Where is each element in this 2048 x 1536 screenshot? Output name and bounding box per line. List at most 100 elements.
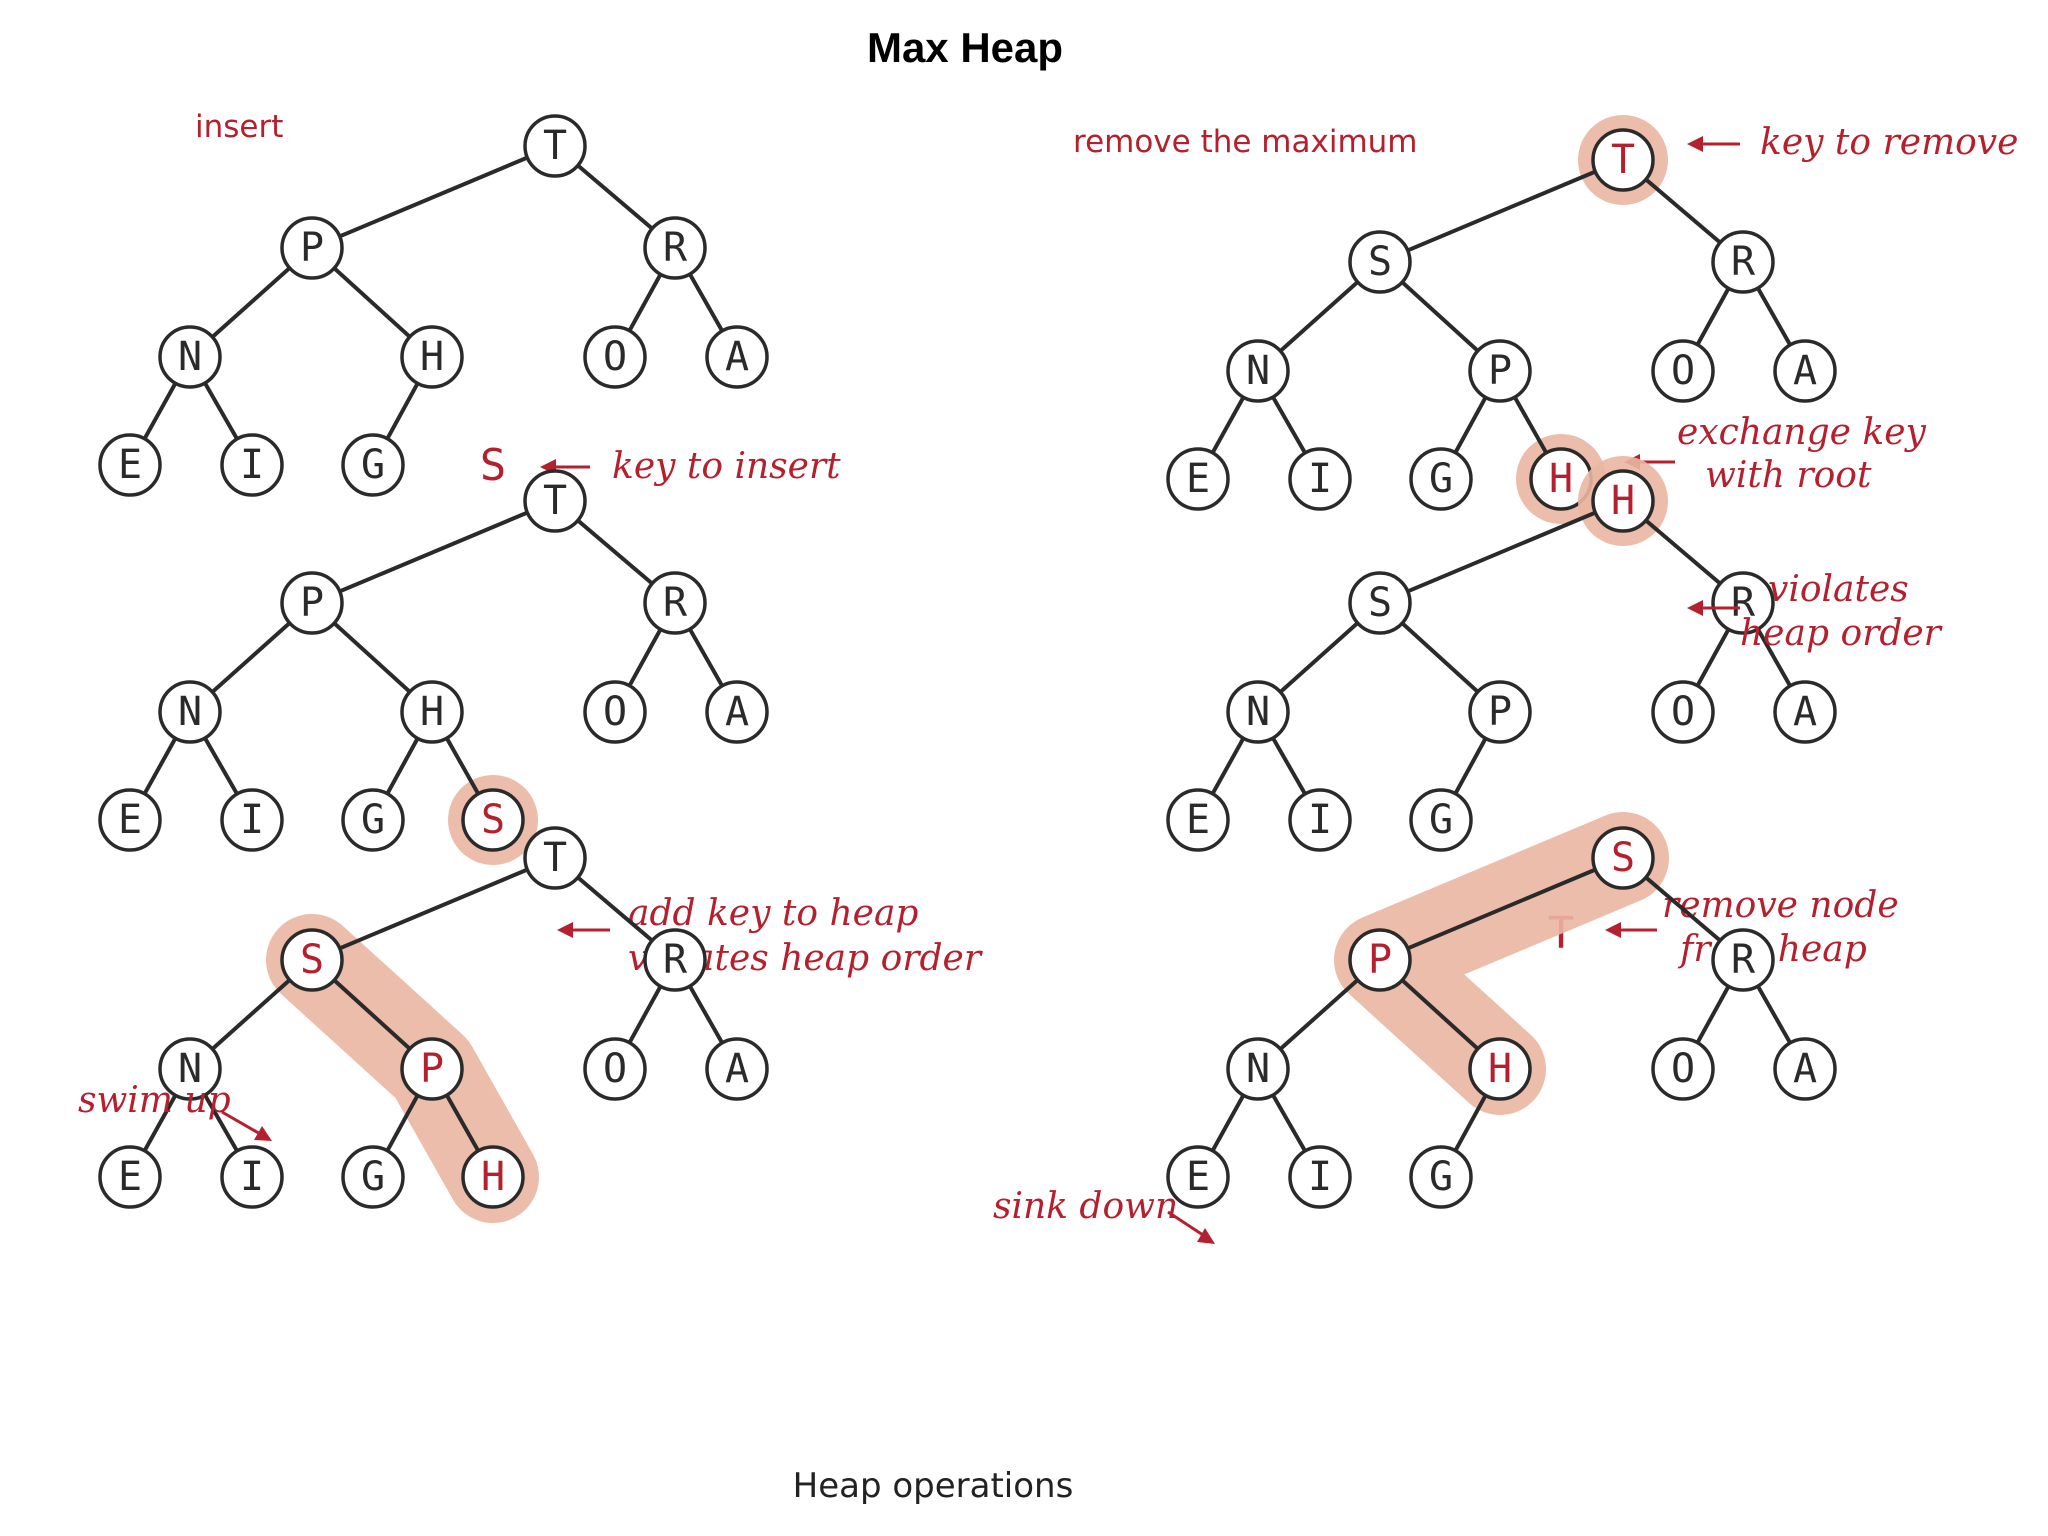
exchange-key-label-2: with root	[1705, 455, 1872, 496]
heap-node-label: P	[300, 580, 324, 626]
heap-node-label: S	[1368, 239, 1392, 285]
tree-edge	[1378, 499, 1625, 605]
arrow-remove-node	[1605, 922, 1657, 938]
heap-node-t: T	[523, 826, 587, 890]
heap-node-e: E	[98, 433, 162, 497]
heap-node-o: O	[1651, 339, 1715, 403]
heap-node-r: R	[643, 928, 707, 992]
heap-node-label: R	[1731, 580, 1756, 626]
arrow-swim-up	[221, 1110, 272, 1141]
heap-node-a: A	[1773, 339, 1837, 403]
heap-node-label: A	[1793, 1046, 1817, 1092]
swim-up-label: swim up	[78, 1080, 231, 1121]
heap-node-label: N	[178, 1046, 202, 1092]
add-key-label-1: add key to heap	[628, 893, 918, 934]
heap-node-o: O	[583, 325, 647, 389]
heap-node-o: O	[1651, 1037, 1715, 1101]
heap-node-label: E	[1186, 456, 1210, 502]
heap-node-label: O	[603, 334, 627, 380]
heap-node-label: N	[178, 689, 202, 735]
heap-node-label: I	[1308, 456, 1332, 502]
heap-node-label: R	[1731, 239, 1756, 285]
heap-node-label: G	[1429, 1154, 1453, 1200]
heap-node-label: R	[1731, 937, 1756, 983]
heap-node-t: T	[1591, 128, 1655, 192]
key-to-insert-label: key to insert	[612, 446, 841, 487]
tree-edge	[310, 144, 557, 250]
heap-node-label: N	[1246, 348, 1270, 394]
heap-node-label: P	[300, 225, 324, 271]
heap-node-a: A	[705, 680, 769, 744]
heap-node-label: T	[543, 478, 567, 524]
heap-node-h: H	[461, 1145, 525, 1209]
heap-node-s: S	[1348, 230, 1412, 294]
heap-node-label: R	[663, 225, 688, 271]
heap-node-e: E	[98, 788, 162, 852]
heap-node-label: H	[420, 334, 444, 380]
tree-edge	[1378, 158, 1625, 264]
heap-node-label: E	[1186, 797, 1210, 843]
heap-node-label: T	[543, 123, 567, 169]
arrow-key-to-remove	[1687, 136, 1740, 152]
heap-node-label: N	[178, 334, 202, 380]
heap-node-label: O	[603, 689, 627, 735]
heap-node-p: P	[280, 216, 344, 280]
heap-node-label: O	[603, 1046, 627, 1092]
heap-node-label: R	[663, 580, 688, 626]
heap-node-label: I	[240, 1154, 264, 1200]
heap-node-label: I	[1308, 797, 1332, 843]
heap-node-r: R	[1711, 571, 1775, 635]
heap-node-label: H	[1488, 1046, 1512, 1092]
heap-node-n: N	[158, 680, 222, 744]
heap-node-label: I	[240, 442, 264, 488]
tree-edge	[310, 856, 557, 962]
heap-node-e: E	[1166, 447, 1230, 511]
heap-node-label: T	[1611, 137, 1635, 183]
tree-edge	[1378, 856, 1625, 962]
heap-node-a: A	[705, 325, 769, 389]
heap-node-label: G	[361, 442, 385, 488]
heap-node-label: O	[1671, 348, 1695, 394]
violates-label-1: violates	[1768, 569, 1909, 610]
heap-node-o: O	[1651, 680, 1715, 744]
heap-node-n: N	[1226, 339, 1290, 403]
heap-node-label: N	[1246, 689, 1270, 735]
heap-node-label: G	[361, 797, 385, 843]
heap-node-s: S	[1591, 826, 1655, 890]
heap-node-p: P	[280, 571, 344, 635]
key-to-remove-label: key to remove	[1760, 122, 2018, 163]
heap-node-label: G	[361, 1154, 385, 1200]
heap-node-label: S	[1611, 835, 1635, 881]
exchange-key-label-1: exchange key	[1677, 412, 1927, 453]
heap-node-n: N	[158, 325, 222, 389]
insert-label: insert	[195, 109, 283, 145]
heap-node-i: I	[220, 1145, 284, 1209]
heap-node-e: E	[98, 1145, 162, 1209]
heap-node-t: T	[523, 469, 587, 533]
heap-node-t: T	[523, 114, 587, 178]
heap-node-p: P	[1468, 339, 1532, 403]
heap-node-r: R	[1711, 230, 1775, 294]
heap-node-h: H	[1529, 447, 1593, 511]
heap-node-label: I	[240, 797, 264, 843]
remove-max-label: remove the maximum	[1073, 124, 1418, 160]
heap-node-label: I	[1308, 1154, 1332, 1200]
heap-node-i: I	[1288, 788, 1352, 852]
tree-insert-1: T P R N H O A E I G	[98, 114, 769, 497]
heap-node-o: O	[583, 680, 647, 744]
heap-node-i: I	[220, 433, 284, 497]
heap-node-label: N	[1246, 1046, 1270, 1092]
heap-node-label: A	[725, 689, 749, 735]
heap-node-h: H	[1591, 469, 1655, 533]
arrow-add-key	[557, 922, 610, 938]
arrow-violates	[1687, 600, 1740, 616]
heap-node-s: S	[280, 928, 344, 992]
